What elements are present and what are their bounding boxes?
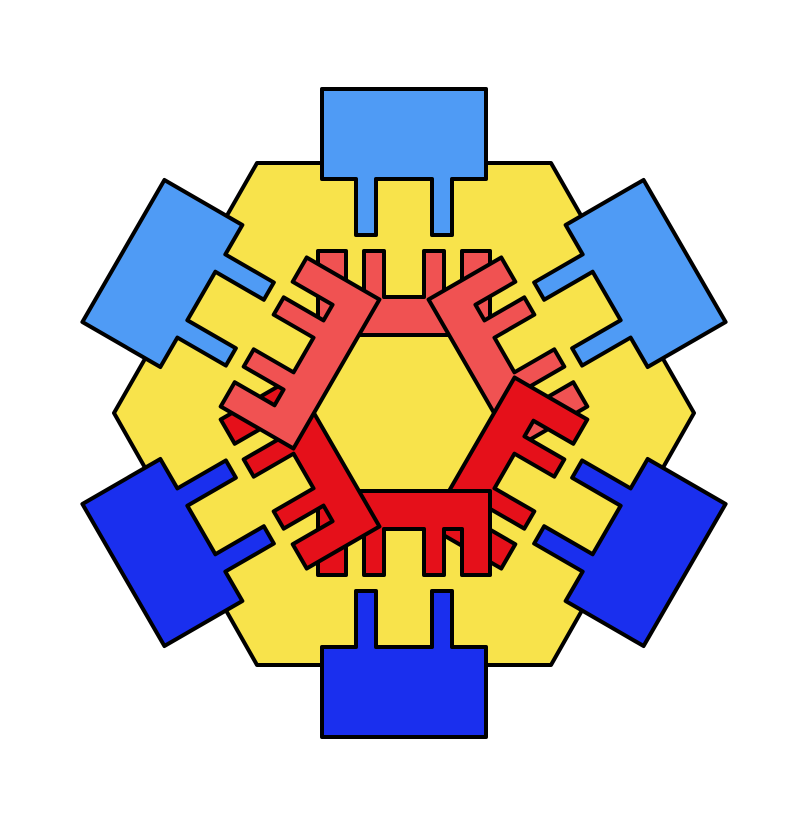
hub-plug-diagram xyxy=(0,0,792,819)
